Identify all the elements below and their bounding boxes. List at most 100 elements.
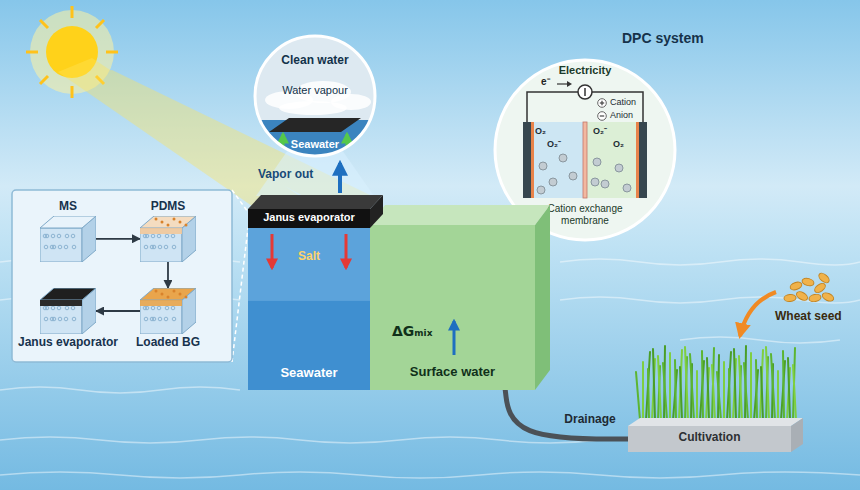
dpc-cell-shape [639, 122, 647, 198]
foam-cube-shape [173, 217, 176, 220]
seedling-blade [771, 354, 775, 420]
foam-cube-shape [171, 234, 175, 238]
foam-cube-shape [65, 234, 69, 238]
seedling-blade [636, 372, 640, 420]
foam-cube-shape [160, 293, 163, 296]
seawater-tank-shape [271, 234, 274, 268]
surface-water-tank-shape [370, 205, 550, 390]
foam-cube-shape [172, 290, 175, 293]
species-label: O₂⁻ [593, 126, 607, 136]
seed-arrow [740, 292, 776, 336]
foam-cube-shape [172, 245, 176, 249]
seedling-blade [750, 353, 752, 420]
seedling-blade [744, 363, 748, 420]
species-label: O₂ [613, 139, 624, 149]
cultivation-tray-shape [628, 426, 791, 452]
foam-cube-shape [144, 317, 148, 321]
seedling-blade [679, 350, 682, 420]
foam-cube-shape [58, 245, 62, 249]
zoom-circle-shape [269, 118, 361, 132]
foam-cube-shape [45, 306, 49, 310]
foam-cube-shape [40, 216, 96, 262]
surface-water-tank-shape [370, 225, 535, 390]
foam-cube-shape [40, 300, 82, 334]
foam-cube-shape [44, 317, 48, 321]
foam-cube-shape [52, 317, 56, 321]
foam-cube-shape [51, 306, 55, 310]
cultivation-tray-shape [791, 418, 803, 452]
foam-cube-shape [151, 306, 155, 310]
seedling-blade [739, 356, 742, 420]
foam-cube-shape [140, 300, 182, 334]
seedling-blade [696, 371, 698, 420]
seedling-blade [675, 360, 676, 420]
foam-cube-shape [140, 288, 196, 334]
foam-cube-shape [140, 228, 182, 234]
dpc-cell-shape [593, 158, 601, 166]
foam-cube-shape [40, 288, 96, 334]
foam-cube-shape [52, 245, 56, 249]
foam-cube-shape [165, 234, 169, 238]
electron-symbol: e⁻ [541, 76, 550, 88]
dpc-cell-shape [583, 122, 587, 198]
seedling-blade [777, 371, 779, 420]
foam-cube-shape [158, 245, 162, 249]
process-arrow [96, 310, 140, 312]
seedling-blade [729, 369, 730, 420]
foam-cube-shape [179, 220, 182, 223]
node-text: Loaded BG [136, 336, 200, 350]
legend-item: Cation [597, 98, 636, 108]
species-label: O₂⁻ [547, 139, 561, 149]
fabrication-inset-panel [232, 228, 248, 362]
seedling-blade [712, 365, 715, 420]
node-text: Salt [298, 250, 320, 264]
node-text: MS [59, 200, 77, 214]
foam-cube-shape [157, 234, 161, 238]
seawater-tank-shape [345, 234, 348, 268]
wheat-seeds [821, 291, 835, 302]
dpc-cell-shape [591, 178, 599, 186]
dpc-cell-shape [587, 122, 639, 198]
foam-cube-shape [151, 234, 155, 238]
flow-label: Vapor out [258, 168, 313, 182]
foam-cube-shape [157, 306, 161, 310]
zoom-circle-shape [253, 34, 377, 124]
anion-symbol [598, 112, 607, 121]
seedling-blade [646, 352, 650, 420]
foam-cube: PDMS [140, 200, 196, 262]
sun [71, 86, 74, 98]
drainage-pipe [505, 388, 630, 439]
foam-cube-shape [72, 317, 76, 321]
sun [71, 6, 74, 18]
seedling-blade [756, 360, 757, 420]
seawater-tank-shape [248, 228, 370, 301]
dpc-cell-shape [567, 81, 572, 87]
seedling-blade [734, 349, 736, 420]
seedling-blade [793, 365, 796, 420]
foam-cube-shape [164, 317, 168, 321]
process-arrow [167, 262, 169, 288]
foam-cube: Janus evaporator [18, 288, 118, 350]
seedling-blade [663, 363, 667, 420]
node-text: Seawater [280, 366, 337, 381]
vapor-arrow [338, 163, 342, 193]
foam-cube-shape [45, 234, 49, 238]
surface-water-tank-shape [370, 205, 550, 225]
dpc-cell-shape [559, 154, 567, 162]
seedling-blade [761, 367, 763, 420]
foam-cube-shape [71, 234, 75, 238]
dpc-cell-shape [537, 186, 545, 194]
foam-cube-shape [51, 234, 55, 238]
cation-symbol [601, 101, 602, 105]
dpc-cell-shape [578, 85, 592, 99]
seedling-blade [690, 354, 694, 420]
seedling-blade [669, 353, 671, 420]
foam-cube-shape [145, 234, 149, 238]
anion-symbol [597, 111, 607, 121]
foam-cube-shape [40, 228, 82, 262]
dpc-cell-shape [584, 88, 586, 96]
foam-cube-shape [184, 296, 187, 299]
sea-waves [0, 472, 860, 478]
foam-cube-shape [165, 306, 169, 310]
